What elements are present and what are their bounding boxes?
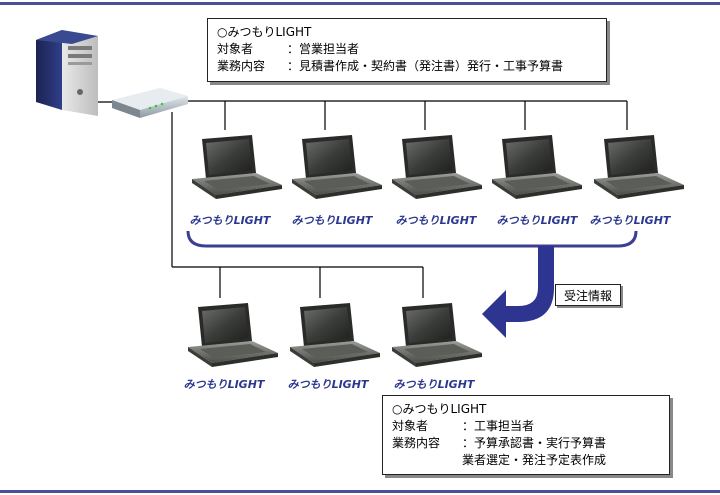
order-info-label: 受注情報 bbox=[555, 284, 621, 306]
top-box-title: ○みつもりLIGHT bbox=[217, 25, 312, 39]
top-box-duty-value: ：見積書作成・契約書（発注書）発行・工事予算書 bbox=[287, 59, 564, 73]
group-bracket bbox=[186, 230, 638, 248]
bottom-box-target-label: 対象者 bbox=[392, 419, 429, 433]
top-info-box: ○みつもりLIGHT 対象者 ：営業担当者 業務内容 ：見積書作成・契約書（発注書）… bbox=[207, 18, 607, 82]
laptop-icon bbox=[492, 135, 582, 199]
pc-label: みつもりLIGHT bbox=[589, 214, 671, 227]
pc-label: みつもりLIGHT bbox=[291, 214, 373, 227]
bottom-box-duty-value: ：予算承認書・実行予算書 bbox=[462, 436, 607, 450]
laptop-icon bbox=[192, 135, 282, 199]
laptop-icon bbox=[290, 303, 380, 367]
bottom-box-duty-label: 業務内容 bbox=[392, 436, 441, 450]
top-box-duty-label: 業務内容 bbox=[217, 59, 266, 73]
pc-label: みつもりLIGHT bbox=[183, 378, 265, 391]
bottom-box-duty-value-2: 業者選定・発注予定表作成 bbox=[462, 453, 607, 467]
laptop-icon bbox=[188, 303, 278, 367]
bottom-box-target-value: ：工事担当者 bbox=[462, 419, 535, 433]
bottom-info-box: ○みつもりLIGHT 対象者 ：工事担当者 業務内容 ：予算承認書・実行予算書 業者… bbox=[382, 395, 670, 475]
pc-label: みつもりLIGHT bbox=[287, 378, 369, 391]
laptop-icon bbox=[292, 135, 382, 199]
pc-label: みつもりLIGHT bbox=[189, 214, 271, 227]
server-tower-icon bbox=[36, 30, 98, 116]
top-box-target-label: 対象者 bbox=[217, 42, 254, 56]
bottom-box-title: ○みつもりLIGHT bbox=[392, 402, 487, 416]
frame-bottom-border bbox=[0, 490, 720, 493]
laptop-icon bbox=[594, 135, 684, 199]
bottom-laptop-row bbox=[188, 303, 482, 367]
network-lines bbox=[73, 100, 628, 298]
frame-top-border bbox=[0, 2, 720, 5]
top-laptop-row bbox=[192, 135, 684, 199]
laptop-icon bbox=[392, 135, 482, 199]
pc-label: みつもりLIGHT bbox=[496, 214, 578, 227]
pc-label: みつもりLIGHT bbox=[395, 214, 477, 227]
order-flow-arrow bbox=[482, 246, 554, 338]
top-box-target-value: ：営業担当者 bbox=[287, 42, 360, 56]
laptop-icon bbox=[392, 303, 482, 367]
pc-label: みつもりLIGHT bbox=[393, 378, 475, 391]
network-hub-icon bbox=[112, 88, 188, 118]
